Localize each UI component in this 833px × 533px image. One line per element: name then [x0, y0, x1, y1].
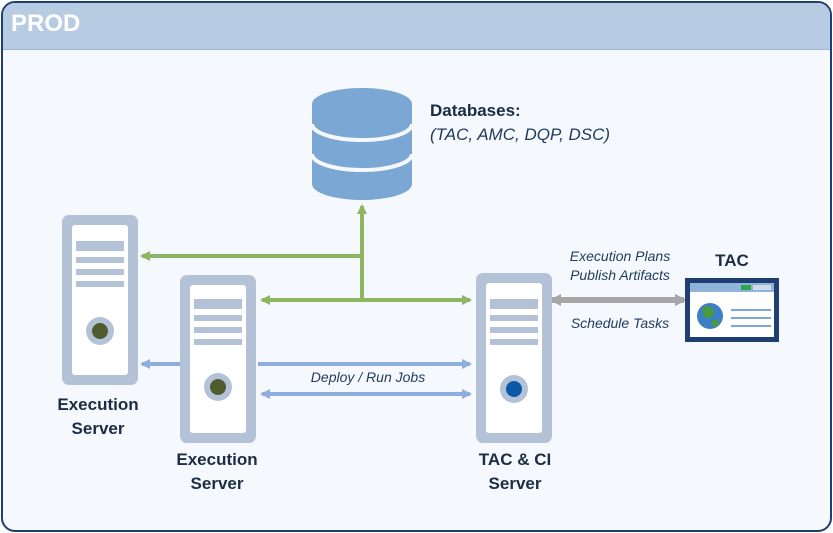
execution-server-1-line2: Server	[72, 419, 125, 438]
database-icon	[310, 88, 414, 200]
database-links	[140, 204, 472, 305]
execution-server-1-icon	[62, 215, 138, 385]
execution-server-1-line1: Execution	[57, 395, 138, 414]
databases-list: (TAC, AMC, DQP, DSC)	[430, 125, 610, 144]
deploy-run-jobs-label: Deploy / Run Jobs	[311, 369, 425, 385]
tac-ci-server-icon	[476, 273, 552, 443]
tac-ci-server-line1: TAC & CI	[479, 450, 551, 469]
environment-header: PROD	[3, 3, 830, 50]
tac-ci-server-line2: Server	[489, 474, 542, 493]
environment-title: PROD	[11, 10, 81, 37]
deploy-links	[140, 359, 472, 399]
publish-artifacts-label: Publish Artifacts	[570, 267, 670, 283]
schedule-tasks-label: Schedule Tasks	[571, 315, 669, 331]
execution-plans-label: Execution Plans	[570, 248, 670, 264]
tac-browser-window-icon	[685, 278, 779, 342]
execution-server-2-line1: Execution	[176, 450, 257, 469]
execution-server-2-line2: Server	[191, 474, 244, 493]
tac-label: TAC	[715, 251, 749, 270]
execution-server-2-icon	[180, 275, 256, 443]
databases-title: Databases:	[430, 101, 521, 120]
